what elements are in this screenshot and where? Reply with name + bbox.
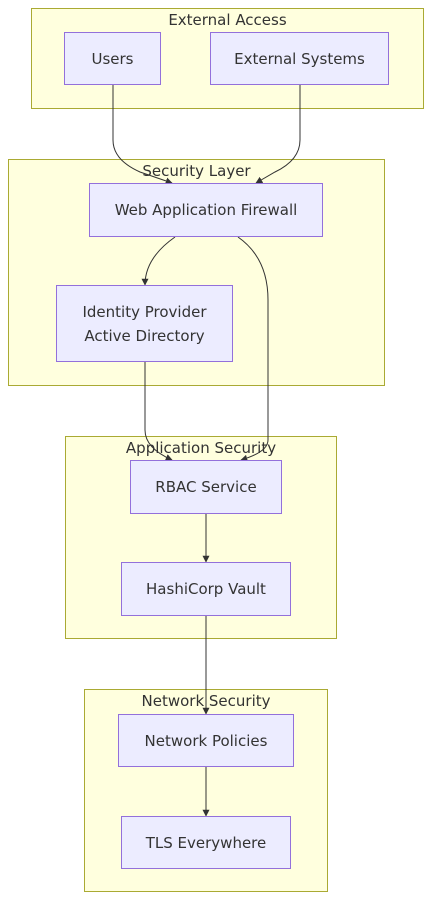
cluster-title-network-security: Network Security	[141, 692, 271, 710]
cluster-title-external-access: External Access	[168, 11, 287, 29]
node-users[interactable]: Users	[64, 32, 161, 85]
node-identity-provider[interactable]: Identity Provider Active Directory	[56, 285, 233, 362]
node-network-policies[interactable]: Network Policies	[118, 714, 294, 767]
node-tls-everywhere[interactable]: TLS Everywhere	[121, 816, 291, 869]
node-rbac-service[interactable]: RBAC Service	[130, 460, 282, 514]
node-external-systems[interactable]: External Systems	[210, 32, 389, 85]
cluster-title-application-security: Application Security	[125, 439, 277, 457]
cluster-title-security-layer: Security Layer	[142, 162, 251, 180]
node-hashicorp-vault[interactable]: HashiCorp Vault	[121, 562, 291, 616]
node-web-application-firewall[interactable]: Web Application Firewall	[89, 183, 323, 237]
